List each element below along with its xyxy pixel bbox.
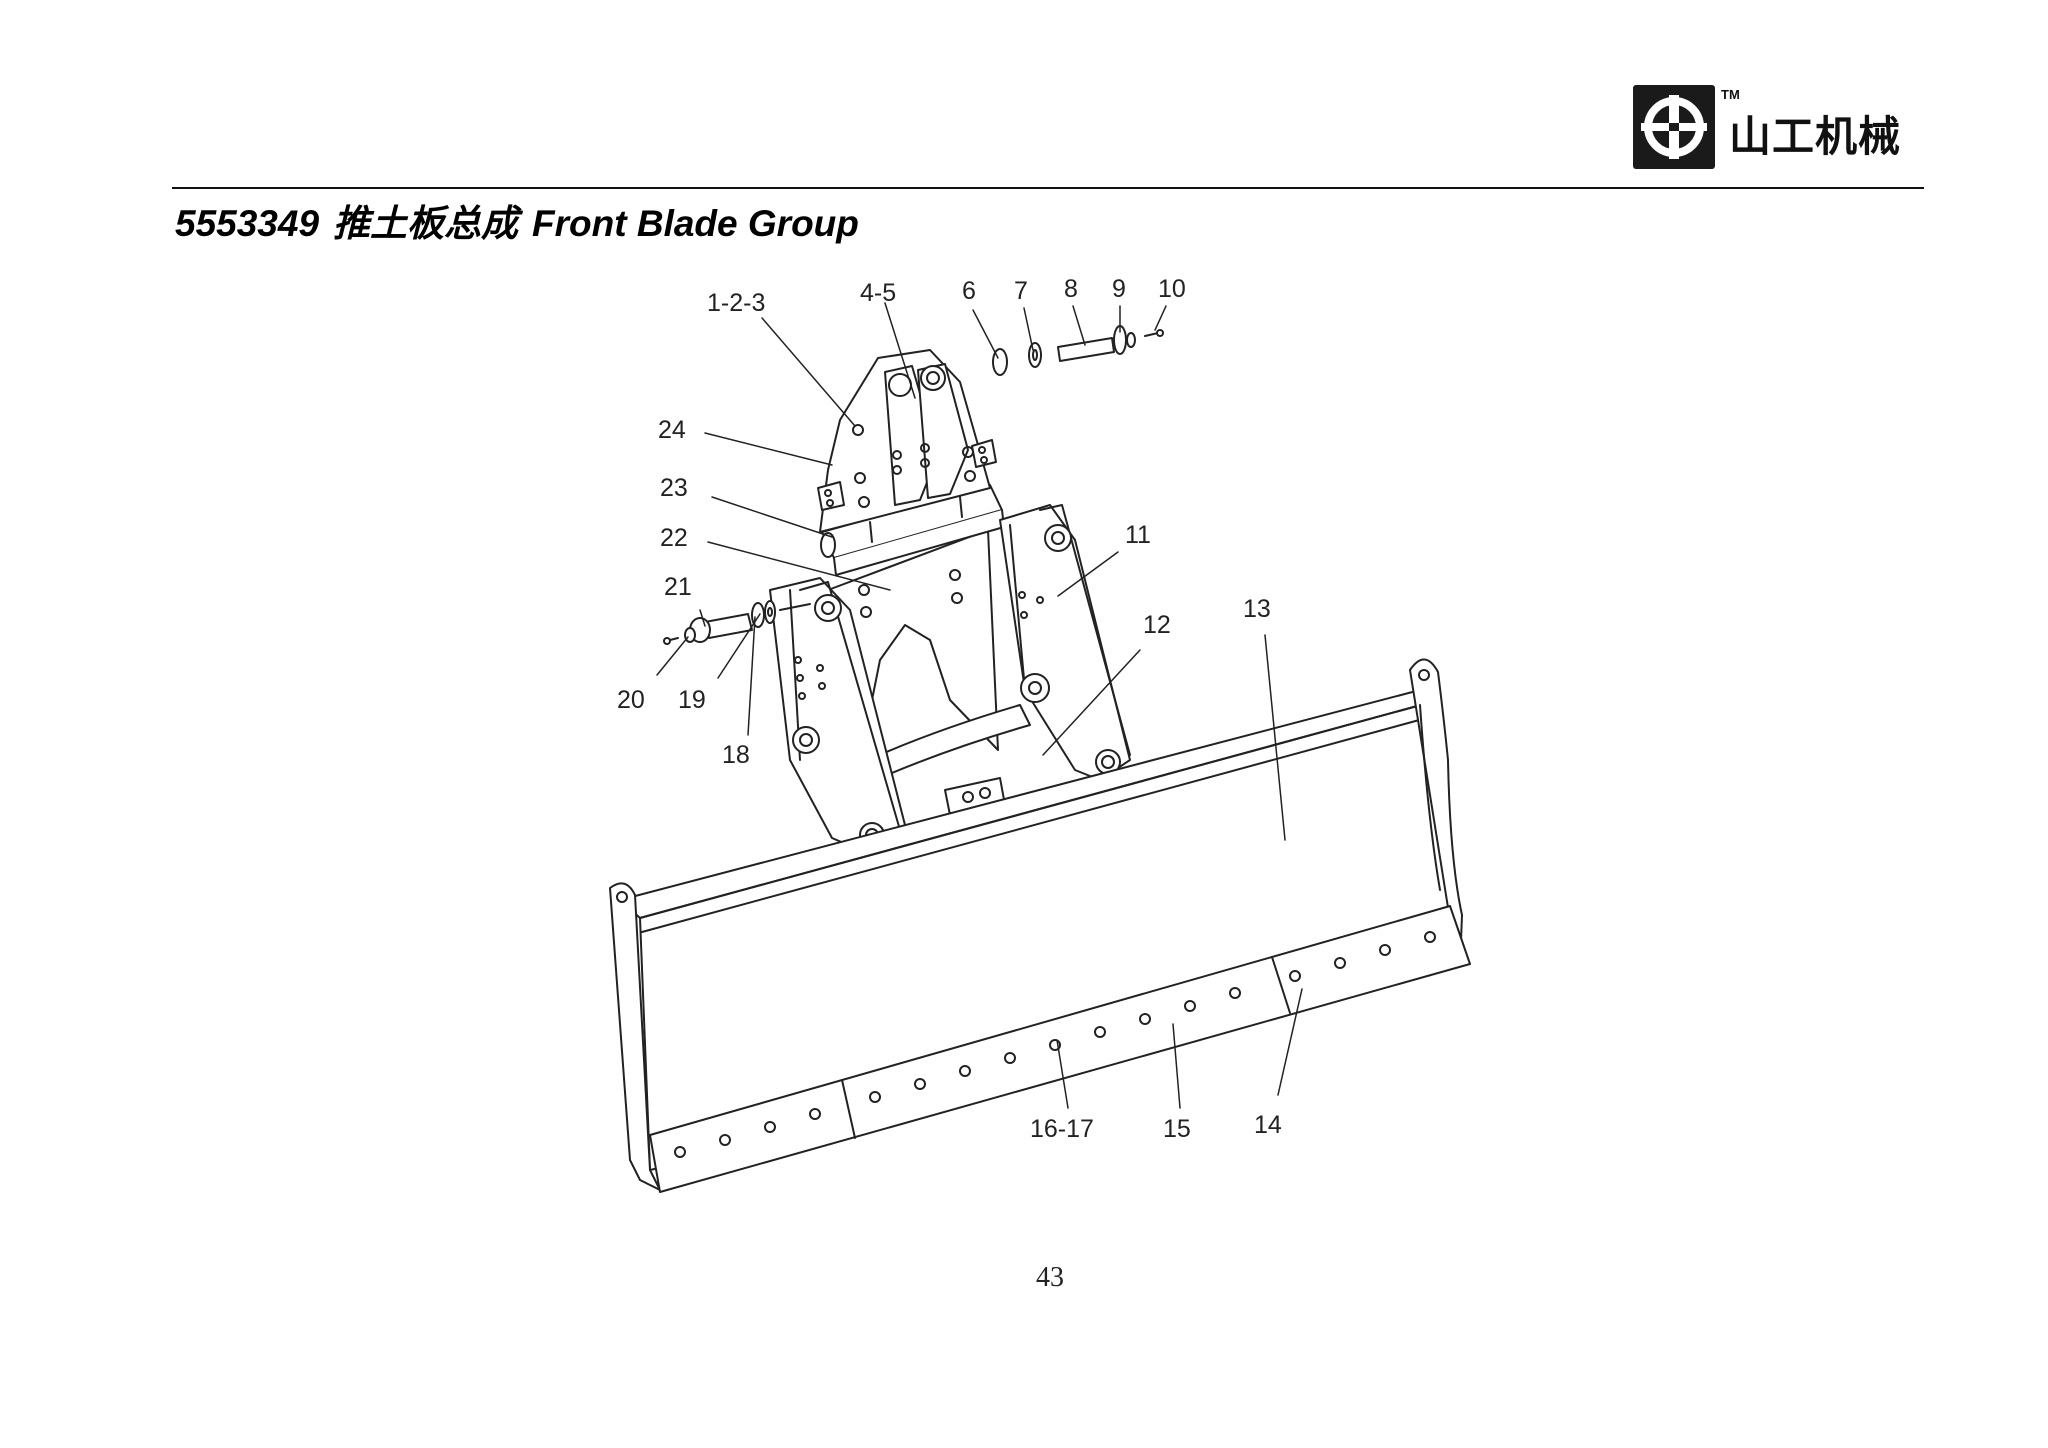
group-name-en: Front Blade Group bbox=[532, 203, 859, 244]
callout-14: 14 bbox=[1254, 1111, 1282, 1139]
callout-labels: 1-2-3 4-5 6 7 8 9 10 11 12 13 14 15 16-1… bbox=[617, 275, 1282, 1143]
callout-4-5: 4-5 bbox=[860, 279, 896, 307]
callout-24: 24 bbox=[658, 416, 686, 444]
callout-1-2-3: 1-2-3 bbox=[707, 289, 765, 317]
callout-13: 13 bbox=[1243, 595, 1271, 623]
callout-20: 20 bbox=[617, 686, 645, 714]
sem-emblem-icon bbox=[1633, 85, 1715, 169]
callout-12: 12 bbox=[1143, 611, 1171, 639]
callout-6: 6 bbox=[962, 277, 976, 305]
callout-18: 18 bbox=[722, 741, 750, 769]
callout-9: 9 bbox=[1112, 275, 1126, 303]
push-arm-right bbox=[999, 504, 1131, 781]
brand-name: 山工机械 bbox=[1729, 112, 1902, 161]
group-name-cn: 推土板总成 bbox=[333, 203, 519, 244]
callout-7: 7 bbox=[1014, 277, 1028, 305]
cutting-edge-bolt-holes bbox=[674, 931, 1436, 1158]
trademark-mark: TM bbox=[1721, 87, 1740, 102]
callout-15: 15 bbox=[1163, 1115, 1191, 1143]
callout-10: 10 bbox=[1158, 275, 1186, 303]
page-title: 5553349 推土板总成 Front Blade Group bbox=[175, 193, 859, 247]
callout-19: 19 bbox=[678, 686, 706, 714]
upper-pin-stack bbox=[992, 325, 1164, 376]
callout-8: 8 bbox=[1064, 275, 1078, 303]
header-divider bbox=[172, 187, 1924, 189]
leader-lines bbox=[656, 302, 1303, 1109]
callout-21: 21 bbox=[664, 573, 692, 601]
callout-11: 11 bbox=[1125, 521, 1151, 549]
callout-16-17: 16-17 bbox=[1030, 1115, 1094, 1143]
blade bbox=[609, 658, 1471, 1193]
callout-23: 23 bbox=[660, 474, 688, 502]
page-number: 43 bbox=[1036, 1262, 1064, 1293]
callout-22: 22 bbox=[660, 524, 688, 552]
brand-logo: TM 山工机械 bbox=[1633, 85, 1933, 175]
part-number: 5553349 bbox=[175, 203, 320, 244]
